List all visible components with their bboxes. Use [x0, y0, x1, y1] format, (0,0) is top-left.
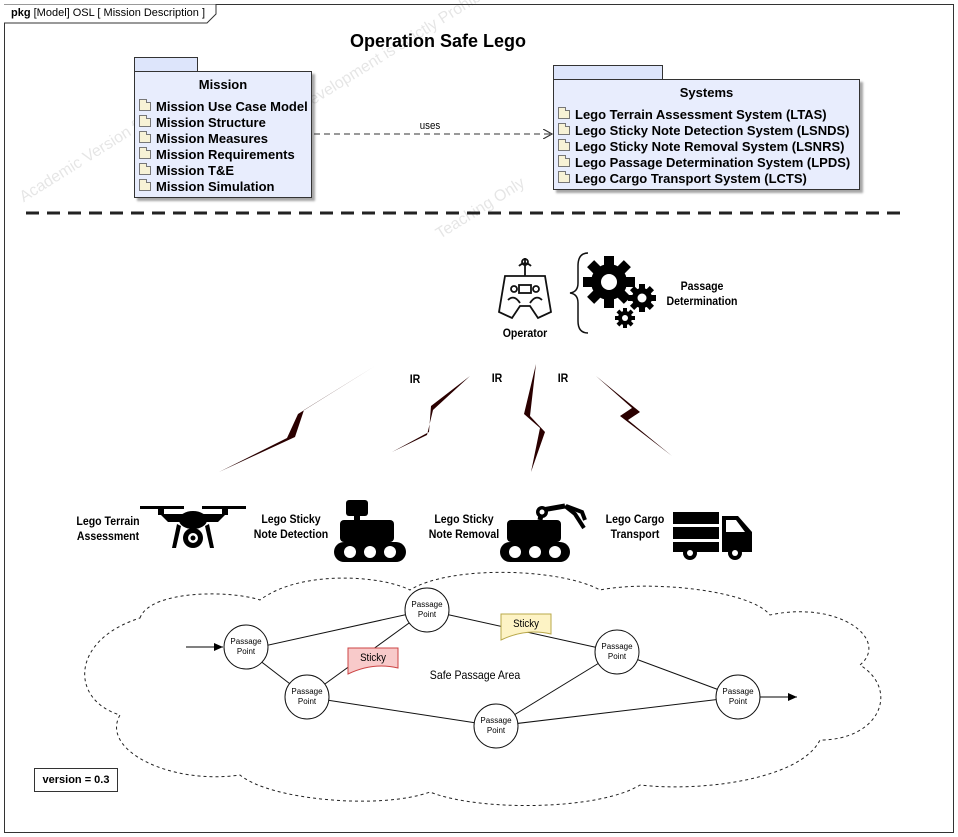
truck-icon — [673, 512, 752, 560]
systems-item[interactable]: Lego Sticky Note Removal System (LSNRS) — [558, 138, 859, 154]
version-box: version = 0.3 — [34, 768, 118, 792]
lightning-bolt-2 — [392, 376, 470, 452]
brace — [569, 252, 589, 334]
folder-icon — [558, 138, 570, 151]
diagram-frame — [4, 4, 954, 833]
ir-label: IR — [409, 372, 421, 386]
passage-point-node[interactable] — [473, 703, 519, 749]
lightning-bolt-1 — [219, 366, 375, 472]
mission-item[interactable]: Mission Requirements — [139, 146, 311, 162]
folder-icon — [558, 170, 570, 183]
systems-item[interactable]: Lego Cargo Transport System (LCTS) — [558, 170, 859, 186]
systems-item[interactable]: Lego Passage Determination System (LPDS) — [558, 154, 859, 170]
systems-item[interactable]: Lego Terrain Assessment System (LTAS) — [558, 106, 859, 122]
robot-arm-icon — [500, 503, 587, 562]
ir-label: IR — [557, 371, 569, 385]
diagram-title: Operation Safe Lego — [350, 31, 527, 51]
safe-passage-area-label: Safe Passage Area — [429, 668, 521, 682]
passage-point-node[interactable] — [404, 587, 450, 633]
uses-label: uses — [419, 120, 441, 132]
folder-icon — [139, 114, 151, 127]
passage-point-node[interactable] — [223, 624, 269, 670]
lightning-bolt-3 — [524, 364, 545, 472]
safe-passage-cloud — [84, 571, 882, 807]
systems-package-name: Systems — [679, 85, 734, 100]
folder-icon — [139, 130, 151, 143]
folder-icon — [558, 106, 570, 119]
mission-package-name: Mission — [198, 77, 248, 92]
folder-icon — [558, 122, 570, 135]
folder-icon — [139, 98, 151, 111]
gears-icon — [583, 256, 656, 328]
rover-icon — [334, 500, 406, 562]
sticky-label: Sticky — [360, 652, 386, 664]
passage-point-node[interactable] — [284, 674, 330, 720]
frame-label: pkg [Model] OSL [ Mission Description ] — [11, 7, 205, 19]
mission-item[interactable]: Mission Simulation — [139, 178, 311, 194]
operator-label: Operator — [502, 326, 548, 340]
lightning-bolt-4 — [596, 376, 672, 456]
sticky-label: Sticky — [513, 618, 539, 630]
folder-icon — [139, 162, 151, 175]
systems-item[interactable]: Lego Sticky Note Detection System (LSNDS… — [558, 122, 859, 138]
sticky-note-red[interactable] — [347, 647, 399, 675]
mission-item[interactable]: Mission Use Case Model — [139, 98, 311, 114]
ir-link-bolts — [219, 364, 672, 472]
folder-icon — [139, 178, 151, 191]
passage-point-node[interactable] — [594, 629, 640, 675]
mission-item[interactable]: Mission Structure — [139, 114, 311, 130]
frame-name: [Model] OSL [ Mission Description ] — [33, 7, 206, 19]
mission-package[interactable]: Mission Mission Use Case Model Mission S… — [134, 71, 312, 198]
systems-package[interactable]: Systems Lego Terrain Assessment System (… — [553, 79, 860, 190]
passage-point-node[interactable] — [715, 674, 761, 720]
folder-icon — [558, 154, 570, 167]
drone-icon — [140, 506, 246, 548]
folder-icon — [139, 146, 151, 159]
ir-label: IR — [491, 371, 503, 385]
mission-item[interactable]: Mission Measures — [139, 130, 311, 146]
controller-icon — [497, 258, 553, 320]
frame-kind: pkg — [11, 7, 31, 19]
sticky-note-yellow[interactable] — [500, 613, 552, 641]
frame-tab — [4, 4, 217, 24]
mission-item[interactable]: Mission T&E — [139, 162, 311, 178]
